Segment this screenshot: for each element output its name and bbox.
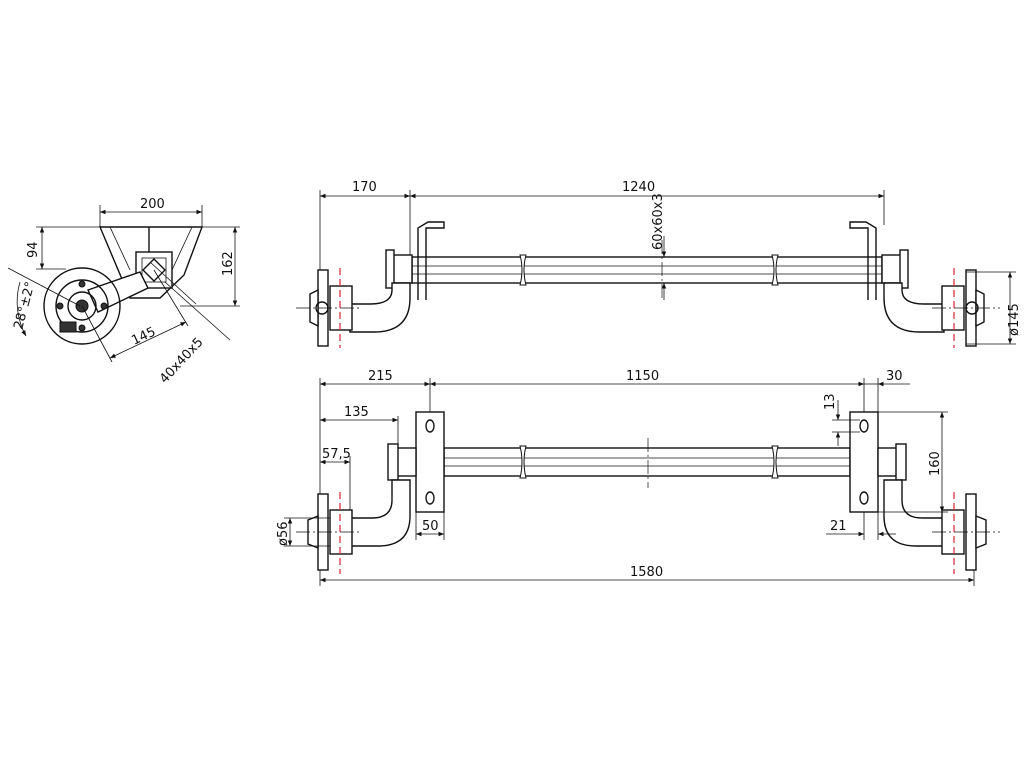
dim-tube-profile: 60x60x3 [651,193,666,250]
dim-total-height: 162 [221,251,236,276]
top-bracket-right [849,221,877,300]
top-view: 170 1240 60x60x3 ø145 [296,180,1022,348]
top-axle-tube [411,256,883,284]
dim-tube-size: 40x40x5 [157,335,207,387]
top-bracket-left [417,221,445,300]
dim-stub-diameter: ø56 [276,522,291,547]
dim-front-overhang: 215 [368,369,393,384]
dim-total-width: 1580 [630,565,663,580]
dim-front-span: 1150 [626,369,659,384]
front-view: 215 1150 30 135 57,5 13 160 ø56 50 [276,369,1000,586]
dim-top-span: 1240 [622,180,655,195]
dim-hole-size: 13 [823,393,838,410]
dim-hub-diameter: ø145 [1007,303,1022,336]
front-plate-left [415,411,445,513]
dim-angle: 28°±2° [11,280,38,331]
dim-flange-offset: 57,5 [322,447,351,462]
top-arm-right [883,282,945,333]
side-view: 200 94 162 28°±2° 145 40x40x5 [7,197,240,387]
dim-plate-width: 50 [422,519,439,534]
front-axle-tube [443,447,851,477]
dim-arm-length: 145 [129,325,158,349]
dim-side-width: 200 [140,197,165,212]
dim-bracket-height: 94 [26,241,41,258]
dim-top-overhang: 170 [352,180,377,195]
front-plate-right [849,411,879,513]
dim-plate-height: 160 [928,451,943,476]
dim-plate-offset: 30 [886,369,903,384]
top-arm-left [349,282,411,333]
dim-plate-inset: 21 [830,519,847,534]
hub-outer [43,267,121,345]
front-arm-right [883,479,945,547]
front-arm-left [349,479,411,547]
dim-arm-offset: 135 [344,405,369,420]
